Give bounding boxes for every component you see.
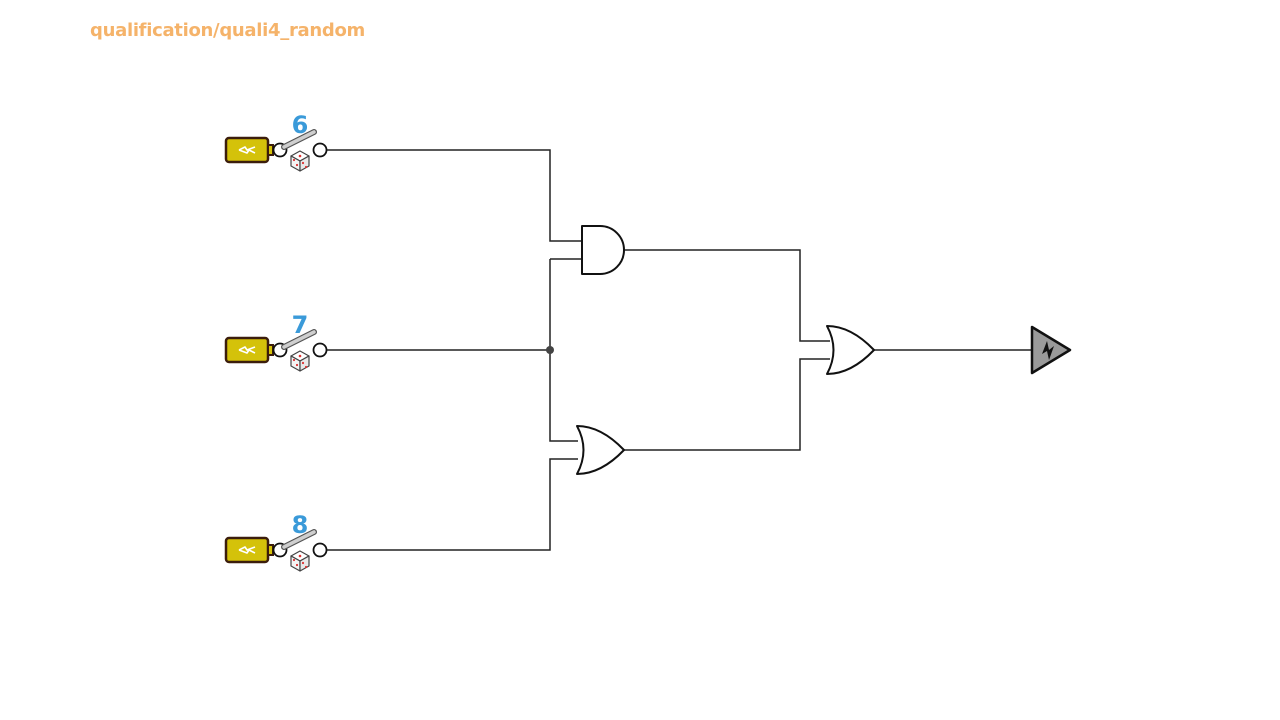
page-title: qualification/quali4_random — [90, 20, 365, 41]
random-dice-icon — [290, 350, 310, 372]
battery-icon — [224, 336, 275, 364]
and-gate[interactable] — [581, 225, 625, 275]
wire-junction-dot — [546, 346, 554, 354]
wires — [327, 149, 1032, 551]
wire-and-to-or — [618, 249, 830, 342]
input-8[interactable]: 8 — [224, 511, 327, 572]
random-dice-icon — [290, 150, 310, 172]
input-number: 7 — [292, 311, 309, 339]
input-7[interactable]: 7 — [224, 311, 327, 372]
wire-or-to-or — [624, 358, 830, 451]
battery-icon — [224, 536, 275, 564]
input-number: 6 — [292, 111, 309, 139]
input-6[interactable]: 6 — [224, 111, 327, 172]
output-bulb — [1030, 325, 1072, 375]
wire-input-7-branch — [549, 259, 578, 442]
battery-icon — [224, 136, 275, 164]
wire-input-6 — [327, 149, 582, 242]
input-number: 8 — [292, 511, 309, 539]
or-gate-output[interactable] — [826, 325, 875, 375]
random-dice-icon — [290, 550, 310, 572]
lightning-output-icon — [1042, 341, 1054, 360]
wire-input-8 — [327, 458, 578, 551]
or-gate-lower[interactable] — [576, 425, 625, 475]
